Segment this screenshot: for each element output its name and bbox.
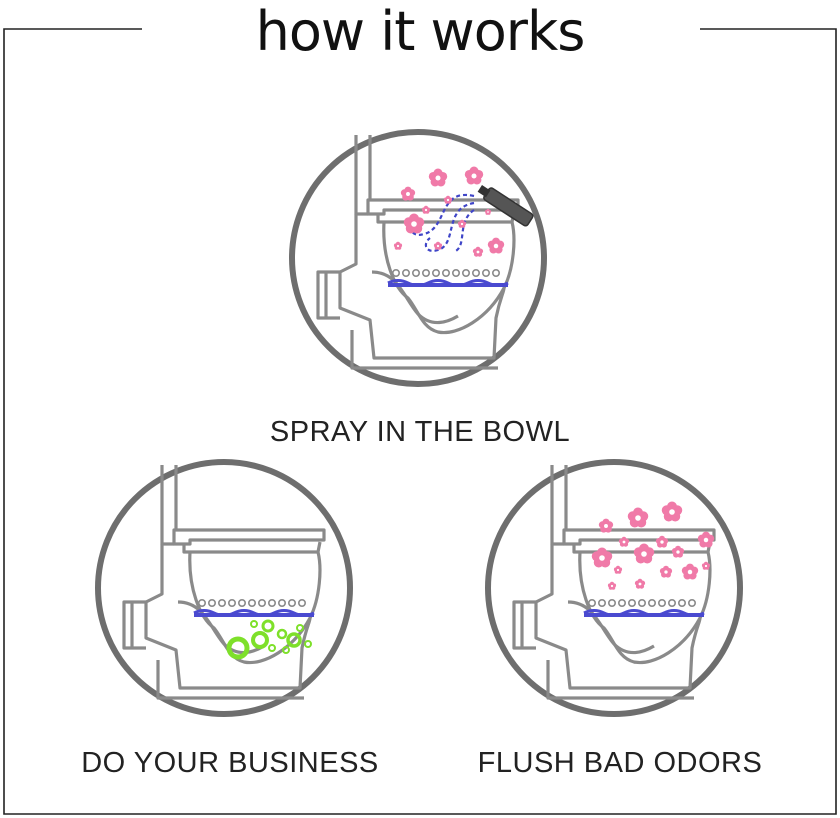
icon-circle [95,459,353,717]
water-icon [583,598,705,617]
water-icon [193,598,315,617]
flower-icon [613,565,623,574]
flower-icon [618,536,630,547]
bubble [226,636,250,660]
bubble [261,619,275,633]
bubble [251,631,269,649]
toilet-outline [512,465,716,700]
flower-icon [633,543,655,564]
step-3-label: FLUSH BAD ODORS [477,747,763,779]
step-1-label: SPRAY IN THE BOWL [269,416,571,448]
toilet-outline [122,465,326,700]
bubble [250,620,258,628]
flower-icon [627,507,649,528]
flower-icon [681,563,699,580]
flower-icon [472,246,484,257]
page-title: how it works [255,0,586,63]
flower-icon [433,241,443,250]
flower-icon [464,166,484,185]
frame-border [3,28,837,815]
flower-icon [403,213,425,234]
flower-icon [607,581,617,590]
bubble [282,646,290,654]
bubble [304,640,312,648]
icon-circle [485,459,743,717]
flower-icon [659,565,673,578]
flower-icon [457,219,467,228]
bubbles-icon [226,619,312,660]
flower-icon [400,186,416,201]
icon-circle [289,129,547,387]
step-1-illustration [289,129,547,387]
flower-icon [393,241,403,250]
bubble [276,628,288,640]
flower-icon [421,205,431,214]
flower-icon [655,535,669,548]
spray-can-icon [477,185,534,227]
step-3-illustration [485,459,743,717]
step-2-label: DO YOUR BUSINESS [81,747,379,779]
step-2-illustration [95,459,353,717]
flower-icon [598,518,614,533]
flower-icon [634,578,646,589]
toilet-outline [316,135,520,370]
flower-icon [661,501,683,522]
flower-icon [701,561,711,570]
flower-icon [671,545,685,558]
flower-icon [591,547,613,568]
flower-icon [697,531,715,548]
flower-icon [484,208,492,215]
water-icon [387,268,509,287]
flower-icon [487,237,505,254]
flower-icon [443,195,453,204]
flower-icon [428,168,448,187]
bubble [268,644,276,652]
bubble [296,624,304,632]
bubble [286,632,302,648]
